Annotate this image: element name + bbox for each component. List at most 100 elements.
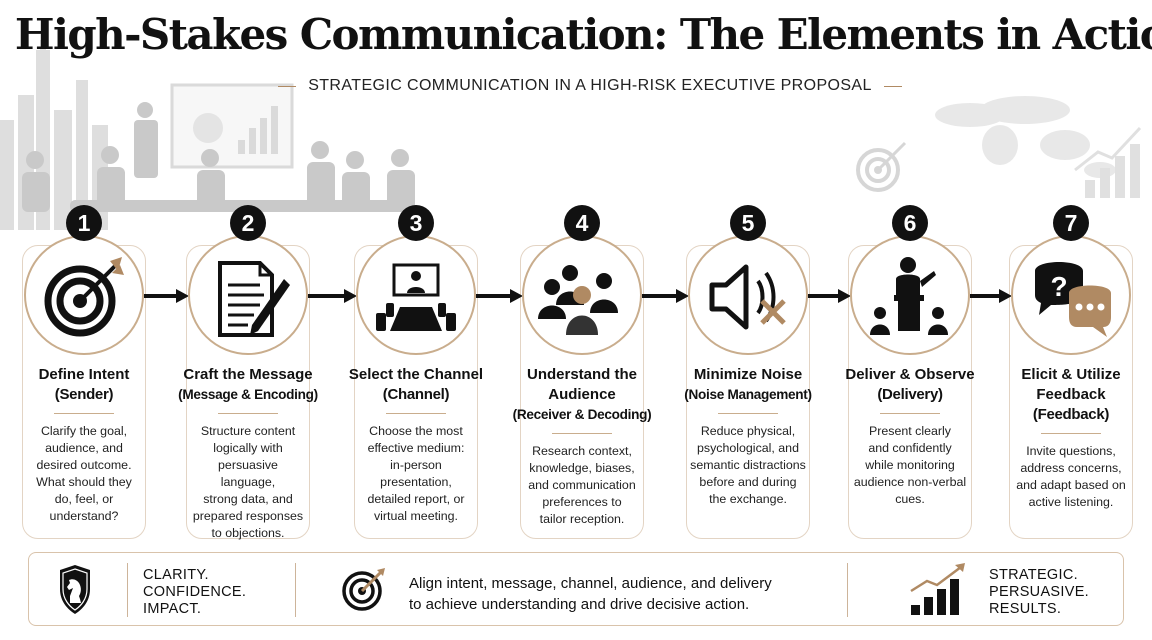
step-description-line: before and during	[699, 475, 797, 489]
step-6: 6 Deliver & Observe (Delivery) Present cl…	[845, 205, 975, 540]
summary-middle-line: Align intent, message, channel, audience…	[409, 575, 772, 592]
step-description: Clarify the goal, audience, and desired ou…	[22, 423, 146, 525]
step-subtitle: (Delivery)	[877, 386, 943, 403]
page-subtitle: STRATEGIC COMMUNICATION IN A HIGH-RISK E…	[308, 77, 872, 94]
step-description-line: while monitoring	[865, 458, 955, 472]
flow-arrow-icon	[308, 289, 357, 303]
summary-middle-text: Align intent, message, channel, audience…	[409, 573, 772, 615]
step-title-line: Define Intent	[38, 366, 130, 383]
step-title: Minimize Noise(Noise Management)	[676, 365, 820, 405]
step-title-line: Minimize Noise	[693, 366, 803, 383]
step-description-line: audience, and	[45, 441, 123, 455]
summary-left-text: CLARITY. CONFIDENCE. IMPACT.	[143, 567, 246, 618]
step-description-line: Research context,	[532, 444, 632, 458]
target-icon	[44, 257, 124, 337]
step-description-line: What should they	[36, 475, 132, 489]
summary-right-line: STRATEGIC.	[989, 567, 1078, 583]
step-title-line: Elicit & Utilize	[1021, 366, 1121, 383]
step-description: Present clearly and confidently while moni…	[848, 423, 972, 508]
summary-middle-line: to achieve understanding and drive decis…	[409, 596, 750, 613]
flow-arrow-icon	[476, 289, 523, 303]
meeting-room-icon	[376, 263, 456, 331]
step-description-line: address concerns,	[1020, 461, 1122, 475]
svg-text:?: ?	[1050, 271, 1067, 302]
step-title: Select the Channel(Channel)	[344, 365, 488, 405]
step-title: Craft the Message (Message & Encoding)	[176, 365, 320, 405]
step-number-badge: 3	[398, 205, 434, 241]
step-number-badge: 5	[730, 205, 766, 241]
step-description-line: to objections.	[211, 526, 285, 540]
summary-divider-3	[847, 563, 848, 617]
step-description-line: do, feel, or	[54, 492, 114, 506]
step-description-line: presentation,	[380, 475, 452, 489]
step-description-line: psychological, and	[697, 441, 799, 455]
step-title-line: Feedback	[1036, 386, 1106, 403]
step-description-line: Present clearly	[869, 424, 951, 438]
chess-knight-shield-icon	[60, 565, 90, 614]
step-5: 5 Minimize Noise(Noise Management) Reduc…	[684, 205, 812, 540]
step-description-line: audience non-verbal	[853, 475, 967, 489]
step-title-line: Deliver & Observe	[845, 366, 975, 383]
step-separator	[718, 413, 778, 414]
flow-arrow-icon	[808, 289, 851, 303]
step-description-line: logically with	[213, 441, 283, 455]
summary-left-line: CLARITY.	[143, 567, 209, 583]
step-description-line: Invite questions,	[1026, 444, 1116, 458]
step-number-badge: 6	[892, 205, 928, 241]
flow-arrow-icon	[144, 289, 189, 303]
presenter-podium-icon	[870, 257, 948, 335]
summary-right-text: STRATEGIC. PERSUASIVE. RESULTS.	[989, 567, 1089, 618]
step-title-line: Understand the	[526, 366, 637, 383]
step-description-line: active listening.	[1028, 495, 1114, 509]
step-number-badge: 7	[1053, 205, 1089, 241]
audience-icon	[538, 265, 618, 335]
step-title-line: Audience	[548, 386, 616, 403]
step-separator	[54, 413, 114, 414]
step-title: Define Intent(Sender)	[12, 365, 156, 405]
step-number-badge: 1	[66, 205, 102, 241]
step-description-line: virtual meeting.	[373, 509, 459, 523]
summary-left-line: IMPACT.	[143, 601, 202, 617]
subtitle-row: STRATEGIC COMMUNICATION IN A HIGH-RISK E…	[278, 75, 902, 97]
summary-divider-1	[127, 563, 128, 617]
summary-bar: CLARITY. CONFIDENCE. IMPACT. Align inten…	[28, 552, 1124, 626]
step-description-line: cues.	[895, 492, 925, 506]
summary-right-line: RESULTS.	[989, 601, 1062, 617]
step-description-line: desired outcome.	[36, 458, 132, 472]
step-number-badge: 4	[564, 205, 600, 241]
target-icon	[342, 568, 385, 611]
step-description-line: and confidently	[868, 441, 952, 455]
step-description-line: Choose the most	[369, 424, 463, 438]
step-subtitle: (Message & Encoding)	[178, 387, 318, 402]
step-description-line: Structure content	[200, 424, 296, 438]
step-subtitle: (Receiver & Decoding)	[512, 407, 652, 422]
step-description: Structure content logically with persuasiv…	[186, 423, 310, 542]
world-map-background-illustration	[856, 96, 1142, 198]
step-description-line: prepared responses	[192, 509, 304, 523]
step-description-line: understand?	[49, 509, 119, 523]
step-title-line: Select the Channel	[348, 366, 484, 383]
step-description: Research context,knowledge, biases,and c…	[520, 443, 644, 528]
step-description-line: strong data, and	[203, 492, 293, 506]
speech-bubbles-icon: ?	[1035, 262, 1111, 337]
page-title: High-Stakes Communication: The Elements …	[14, 10, 1152, 59]
step-description-line: persuasive language,	[218, 458, 278, 489]
step-description-line: Reduce physical,	[700, 424, 796, 438]
subtitle-rule-left	[278, 85, 297, 87]
muted-speaker-icon	[709, 264, 786, 330]
step-description-line: Clarify the goal,	[40, 424, 128, 438]
step-description-line: knowledge, biases,	[529, 461, 635, 475]
flow-arrow-icon	[970, 289, 1012, 303]
step-number-badge: 2	[230, 205, 266, 241]
step-1: 1 Define Intent(Sender) Clarify the goal…	[22, 205, 146, 540]
step-description-line: and adapt based on	[1016, 478, 1126, 492]
step-description: Invite questions, address concerns, and ad…	[1009, 443, 1133, 511]
step-separator	[552, 433, 612, 434]
step-title-line: Craft the Message	[183, 366, 313, 383]
step-3: 3 Select the Channel(Channel) Choose the…	[349, 205, 483, 540]
summary-divider-2	[295, 563, 296, 617]
